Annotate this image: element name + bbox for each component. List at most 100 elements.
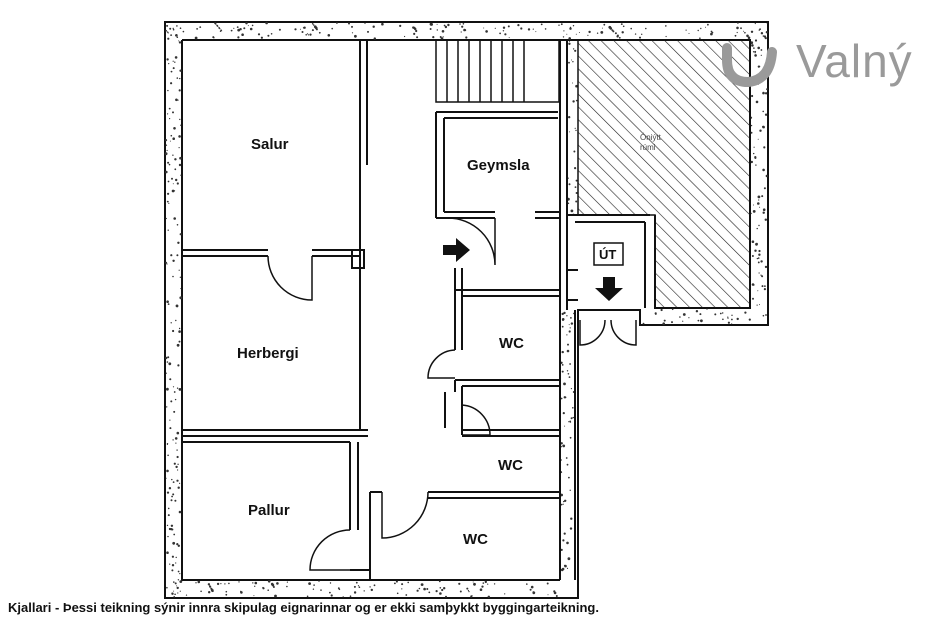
unused-label-1: Óniýtt	[640, 133, 662, 142]
wall-speckle	[630, 27, 632, 30]
wall-speckle	[413, 32, 416, 36]
wall-speckle	[443, 24, 446, 27]
wall-speckle	[758, 199, 760, 201]
wall-speckle	[176, 455, 179, 459]
wall-speckle	[172, 60, 174, 62]
wall-speckle	[172, 183, 174, 185]
wall-speckle	[169, 563, 171, 565]
wall-speckle	[213, 37, 215, 39]
interior-walls	[182, 40, 650, 580]
wall-speckle	[699, 37, 701, 39]
wall-speckle	[566, 33, 568, 35]
wall-speckle	[764, 92, 768, 95]
wall-speckle	[479, 588, 483, 591]
wall-speckle	[197, 580, 201, 584]
wall-speckle	[707, 23, 709, 26]
wall-speckle	[568, 376, 571, 378]
wall-speckle	[502, 30, 505, 32]
wall-speckle	[540, 23, 543, 26]
wall-speckle	[217, 25, 219, 27]
wall-speckle	[180, 124, 182, 126]
wall-speckle	[758, 224, 760, 227]
wall-speckle	[170, 82, 173, 85]
wall-speckle	[225, 590, 228, 593]
wall-speckle	[182, 30, 185, 33]
wall-speckle	[312, 588, 315, 590]
wall-speckle	[700, 319, 703, 323]
wall-speckle	[351, 32, 354, 34]
wall-speckle	[688, 33, 690, 34]
wall-speckle	[331, 27, 334, 30]
wall-speckle	[561, 567, 565, 571]
wall-speckle	[561, 312, 564, 316]
wall-speckle	[165, 170, 168, 174]
wall-speckle	[171, 478, 173, 481]
wall-speckle	[239, 28, 242, 31]
wall-speckle	[225, 593, 228, 596]
wall-speckle	[753, 47, 755, 49]
wall-speckle	[313, 584, 315, 586]
wall-speckle	[179, 590, 181, 592]
wall-speckle	[439, 587, 442, 589]
wall-speckle	[757, 261, 760, 264]
wall-speckle	[750, 41, 754, 45]
wall-speckle	[466, 587, 469, 590]
wall-speckle	[174, 56, 178, 59]
wall-speckle	[200, 590, 202, 593]
wall-speckle	[563, 30, 565, 32]
wall-speckle	[309, 33, 312, 36]
wall-speckle	[761, 195, 764, 198]
wall-speckle	[240, 590, 242, 593]
wall-speckle	[171, 564, 175, 567]
wall-speckle	[364, 22, 366, 24]
wall-speckle	[169, 427, 172, 430]
wall-speckle	[563, 382, 566, 386]
room-label-salur: Salur	[251, 136, 289, 153]
wall-speckle	[570, 417, 573, 420]
wall-speckle	[665, 25, 667, 27]
wall-speckle	[685, 29, 687, 31]
wall-speckle	[603, 23, 606, 26]
wall-speckle	[562, 444, 566, 448]
wall-speckle	[302, 27, 305, 29]
wall-speckle	[176, 387, 179, 389]
wall-speckle	[481, 585, 484, 588]
wall-speckle	[757, 195, 761, 199]
wall-speckle	[174, 168, 177, 171]
wall-speckle	[252, 582, 254, 584]
wall-speckle	[176, 254, 179, 257]
wall-speckle	[371, 589, 373, 591]
wall-speckle	[166, 149, 168, 152]
wall-speckle	[568, 476, 570, 479]
wall-speckle	[558, 24, 560, 26]
wall-speckle	[766, 22, 768, 24]
wall-speckle	[399, 24, 402, 27]
wall-speckle	[167, 514, 170, 517]
wall-speckle	[167, 37, 170, 40]
wall-speckle	[766, 88, 768, 91]
wall-speckle	[429, 22, 433, 26]
wall-speckle	[740, 27, 742, 30]
wall-speckle	[662, 322, 665, 326]
wall-speckle	[697, 29, 699, 32]
wall-speckle	[172, 541, 176, 545]
wall-speckle	[249, 27, 253, 31]
wall-speckle	[172, 275, 174, 278]
wall-speckle	[755, 100, 759, 104]
wall-speckle	[570, 209, 574, 213]
wall-speckle	[494, 27, 496, 29]
wall-speckle	[472, 581, 474, 583]
wall-speckle	[254, 581, 258, 585]
wall-speckle	[442, 36, 444, 38]
wall-speckle	[756, 227, 758, 230]
wall-speckle	[329, 591, 331, 594]
wall-speckle	[762, 91, 765, 95]
wall-speckle	[436, 29, 438, 31]
wall-speckle	[278, 28, 281, 31]
wall-speckle	[601, 27, 603, 29]
wall-speckle	[179, 276, 182, 278]
wall-speckle	[164, 139, 168, 142]
wall-speckle	[173, 391, 176, 393]
wall-speckle	[622, 25, 625, 28]
